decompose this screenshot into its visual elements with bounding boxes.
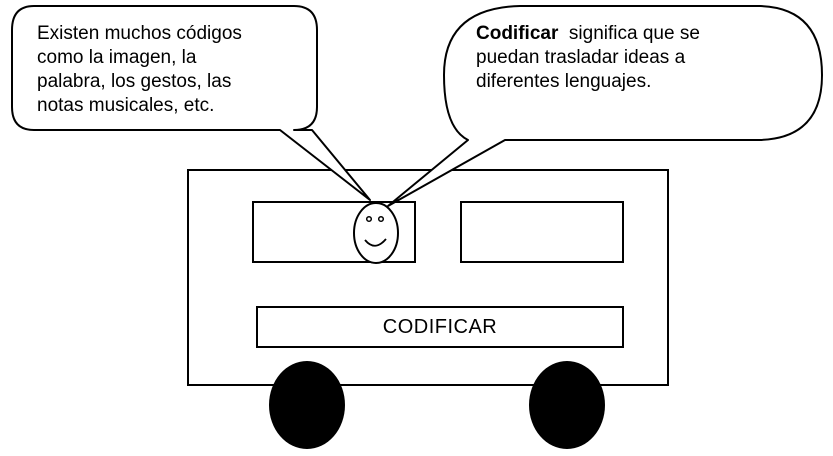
codificar-label: CODIFICAR [382,316,498,338]
bubble-right-line-2: puedan trasladar ideas a [476,47,686,68]
smiley-face-mouth [364,238,387,247]
bubble-right-line-3: diferentes lenguajes. [476,71,652,92]
bubble-left-line-1: Existen muchos códigos [37,23,242,44]
bubble-left-line-3: palabra, los gestos, las [37,71,232,92]
wheel-right [529,361,605,449]
smiley-face-head [353,202,399,264]
speech-bubble-right-text: Codificar significa que se puedan trasla… [476,22,796,94]
bubble-right-line-1-rest: significa que se [568,23,700,44]
wagon-window-right [460,201,624,263]
smiley-face-eye-right [377,215,385,223]
wheel-left [269,361,345,449]
speech-bubble-left [11,5,371,201]
bubble-right-bold-word: Codificar [476,23,559,44]
smiley-face-eye-left [365,215,373,223]
bubble-left-line-4: notas musicales, etc. [37,95,215,116]
speech-bubble-right [387,5,823,207]
bubble-left-line-2: como la imagen, la [37,47,197,68]
speech-bubble-left-text: Existen muchos códigos como la imagen, l… [37,22,307,118]
bubble-right-line-1: Codificar significa que se [476,22,796,46]
codificar-panel [256,306,624,348]
